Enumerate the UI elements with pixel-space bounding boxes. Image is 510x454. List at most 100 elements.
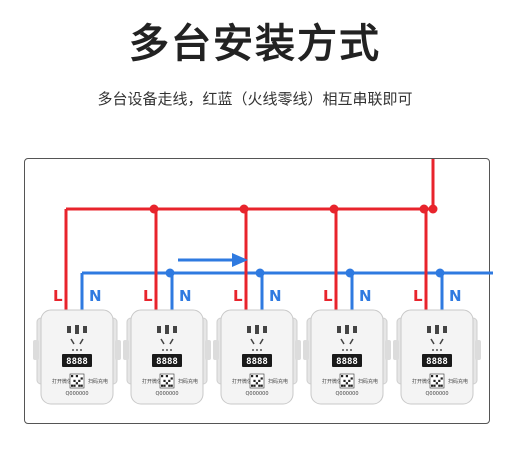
bracket-tab xyxy=(115,340,121,360)
indicator-led xyxy=(346,349,348,351)
indicator-led xyxy=(350,349,352,351)
display-value: 8888 xyxy=(246,357,268,367)
page-title: 多台安装方式 xyxy=(129,21,381,67)
indicator-led xyxy=(432,349,434,351)
socket-slot xyxy=(259,338,264,345)
qr-code-icon xyxy=(339,373,355,389)
socket-slot xyxy=(165,325,169,334)
bracket-tab xyxy=(295,340,301,360)
device-code: Q000000 xyxy=(155,391,178,397)
indicator-led xyxy=(256,349,258,351)
socket-slot xyxy=(353,326,357,333)
digital-display xyxy=(332,354,362,367)
scan-instruction-right: 扫码充电 xyxy=(358,378,378,385)
neutral-label: N xyxy=(359,287,372,305)
display-value: 8888 xyxy=(336,357,358,367)
arrow-right-icon xyxy=(178,253,248,267)
socket-slot xyxy=(67,326,71,333)
scan-instruction-left: 打开微信 xyxy=(232,378,252,385)
live-junction-dot xyxy=(419,204,429,214)
neutral-junction-dot xyxy=(255,268,265,278)
digital-display xyxy=(242,354,272,367)
live-junction-dot xyxy=(149,204,159,214)
live-label: L xyxy=(143,287,153,305)
socket-slot xyxy=(439,338,444,345)
scan-instruction-left: 打开微信 xyxy=(322,378,342,385)
indicator-led xyxy=(170,349,172,351)
bracket-tab xyxy=(123,340,129,360)
neutral-label: N xyxy=(89,287,102,305)
live-label: L xyxy=(413,287,423,305)
display-value: 8888 xyxy=(426,357,448,367)
digital-display xyxy=(62,354,92,367)
scan-instruction-left: 打开微信 xyxy=(142,378,162,385)
socket-slot xyxy=(430,338,435,345)
indicator-led xyxy=(166,349,168,351)
qr-code-icon xyxy=(249,373,265,389)
socket-slot xyxy=(345,325,349,334)
socket-slot xyxy=(157,326,161,333)
device-code: Q000000 xyxy=(65,391,88,397)
neutral-junction-dot xyxy=(435,268,445,278)
bracket-tab xyxy=(385,340,391,360)
neutral-label: N xyxy=(269,287,282,305)
socket-slot xyxy=(173,326,177,333)
socket-slot xyxy=(70,338,75,345)
device-code: Q000000 xyxy=(245,391,268,397)
bracket-tab xyxy=(33,340,39,360)
display-value: 8888 xyxy=(156,357,178,367)
indicator-led xyxy=(260,349,262,351)
scan-instruction-right: 扫码充电 xyxy=(88,378,108,385)
socket-slot xyxy=(160,338,165,345)
neutral-junction-dot xyxy=(165,268,175,278)
socket-slot xyxy=(349,338,354,345)
live-label: L xyxy=(53,287,63,305)
socket-slot xyxy=(435,325,439,334)
live-label: L xyxy=(323,287,333,305)
charging-device: 8888打开微信扫码充电Q000000 xyxy=(123,309,211,405)
indicator-led xyxy=(72,349,74,351)
socket-slot xyxy=(255,325,259,334)
qr-code-icon xyxy=(429,373,445,389)
socket-slot xyxy=(340,338,345,345)
socket-slot xyxy=(75,325,79,334)
indicator-led xyxy=(436,349,438,351)
bracket-tab xyxy=(205,340,211,360)
socket-slot xyxy=(427,326,431,333)
device-code: Q000000 xyxy=(425,391,448,397)
bracket-tab xyxy=(475,340,481,360)
bracket-tab xyxy=(303,340,309,360)
device-code: Q000000 xyxy=(335,391,358,397)
bracket-tab xyxy=(393,340,399,360)
qr-code-icon xyxy=(69,373,85,389)
scan-instruction-left: 打开微信 xyxy=(52,378,72,385)
socket-slot xyxy=(263,326,267,333)
scan-instruction-right: 扫码充电 xyxy=(268,378,288,385)
indicator-led xyxy=(80,349,82,351)
socket-slot xyxy=(443,326,447,333)
neutral-label: N xyxy=(179,287,192,305)
display-value: 8888 xyxy=(66,357,88,367)
socket-slot xyxy=(247,326,251,333)
neutral-junction-dot xyxy=(345,268,355,278)
digital-display xyxy=(422,354,452,367)
socket-slot xyxy=(83,326,87,333)
indicator-led xyxy=(342,349,344,351)
scan-instruction-left: 打开微信 xyxy=(412,378,432,385)
socket-slot xyxy=(79,338,84,345)
indicator-led xyxy=(162,349,164,351)
qr-code-icon xyxy=(159,373,175,389)
indicator-led xyxy=(76,349,78,351)
bracket-tab xyxy=(213,340,219,360)
live-junction-dot xyxy=(428,204,438,214)
digital-display xyxy=(152,354,182,367)
indicator-led xyxy=(440,349,442,351)
socket-slot xyxy=(250,338,255,345)
charging-device: 8888打开微信扫码充电Q000000 xyxy=(393,309,481,405)
neutral-label: N xyxy=(449,287,462,305)
socket-slot xyxy=(337,326,341,333)
indicator-led xyxy=(252,349,254,351)
